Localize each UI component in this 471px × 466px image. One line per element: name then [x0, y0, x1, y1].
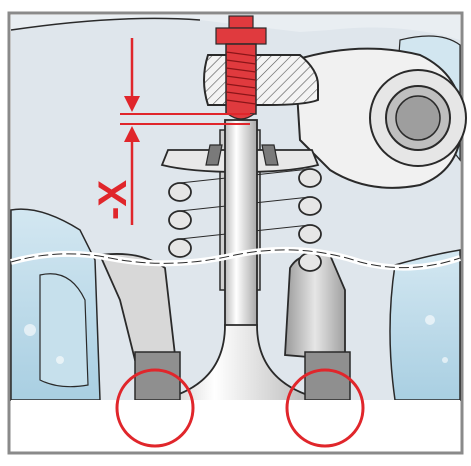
adjusting-screw — [215, 15, 267, 120]
clearance-dimension — [120, 38, 250, 225]
combustion-chamber — [11, 400, 460, 451]
rocker-shaft — [293, 47, 467, 189]
rocker-arm — [203, 54, 319, 106]
highlight-circle-left-seat — [115, 368, 195, 448]
valve-seats — [134, 351, 351, 401]
section-break-dashes — [10, 249, 461, 269]
highlight-circle-right-seat — [285, 368, 365, 448]
clearance-label: -X — [91, 180, 135, 220]
intake-port — [98, 253, 346, 361]
